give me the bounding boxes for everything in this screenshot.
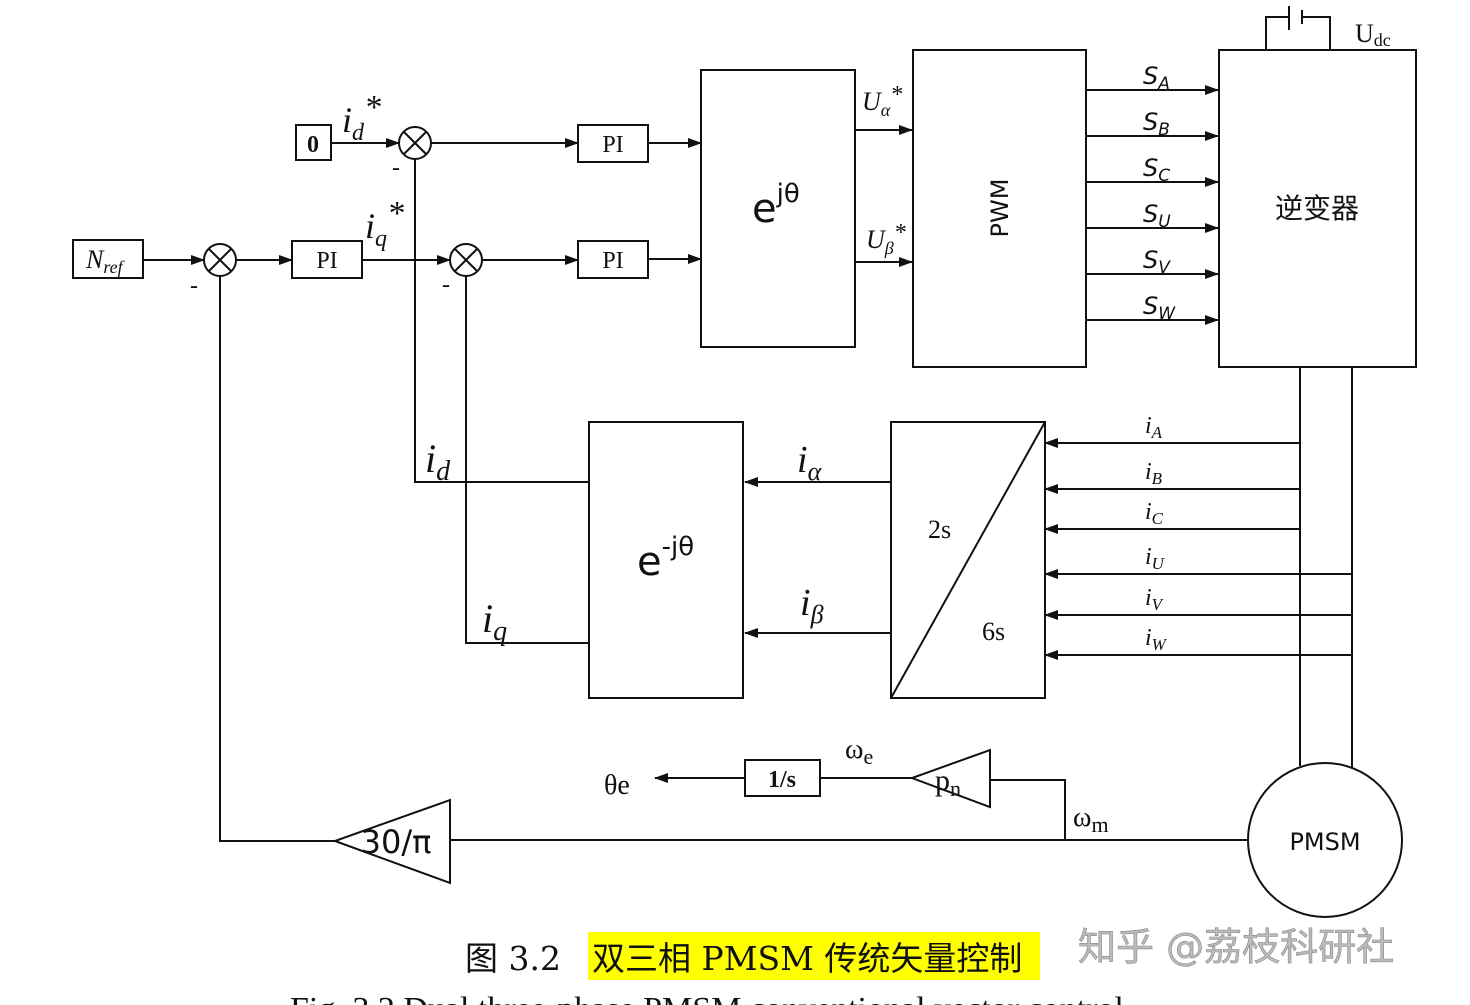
u-alpha-label: Uα* (862, 82, 902, 120)
phase-current-label: iU (1145, 544, 1166, 573)
omega-m-label: ωm (1073, 802, 1109, 837)
iq-feedback-label: iq (482, 596, 507, 647)
minus-sign: - (392, 155, 400, 181)
iq-ref-label: iq* (365, 195, 404, 252)
inverse-park-transform-block (700, 69, 856, 348)
i-alpha-label: iα (797, 439, 823, 486)
switch-signal-label: SV (1143, 246, 1171, 278)
caption-title: 双三相 PMSM 传统矢量控制 (592, 939, 1022, 978)
minus-sign: - (190, 273, 198, 299)
phase-current-label: iW (1145, 625, 1168, 654)
park-transform-block (588, 421, 744, 699)
id-ref-label: id* (342, 89, 381, 146)
switch-signal-label: SC (1143, 154, 1170, 186)
6s-label: 6s (982, 617, 1005, 646)
switch-signal-label: SA (1143, 62, 1170, 94)
integrator-block (744, 759, 821, 797)
phase-current-label: iV (1145, 585, 1165, 614)
nref-label: Nref (85, 245, 126, 277)
speed-gain-block (332, 798, 451, 885)
caption-number: 图 3.2 (465, 939, 561, 978)
phase-current-label: iA (1145, 413, 1163, 442)
watermark: 知乎 @荔枝科研社 (1078, 925, 1394, 969)
pwm-label: PWM (986, 179, 1014, 238)
zero-label: 0 (307, 132, 319, 158)
zero-reference-block (295, 124, 332, 161)
pwm-block (912, 49, 1087, 368)
summing-junction-speed (203, 243, 237, 277)
pi-label: PI (316, 248, 337, 274)
switch-signal-label: SU (1143, 200, 1171, 232)
omega-e-label: ωe (845, 734, 873, 769)
pole-pairs-gain-block (909, 748, 991, 809)
theta-e-label: θe (604, 770, 630, 801)
pi-label: PI (602, 132, 623, 158)
summing-junction-d (398, 126, 432, 160)
pi-label: PI (602, 248, 623, 274)
summing-junction-q (449, 243, 483, 277)
pi-controller-d (577, 124, 649, 163)
inverter-label: 逆变器 (1275, 192, 1359, 225)
switch-signal-label: SB (1143, 108, 1170, 140)
u-beta-label: Uβ* (866, 220, 906, 258)
pmsm-label: PMSM (1289, 828, 1360, 856)
inv-park-label: e-jθ (637, 532, 694, 585)
integrator-label: 1/s (768, 767, 796, 793)
id-feedback-label: id (425, 436, 451, 487)
park-label: ejθ (752, 179, 800, 232)
pi-controller-q (577, 240, 649, 279)
2s-label: 2s (928, 515, 951, 544)
caption-highlight (588, 932, 1040, 980)
phase-current-label: iB (1145, 459, 1163, 488)
minus-sign: - (442, 272, 450, 298)
speed-gain-label: 30/π (361, 823, 432, 861)
inverter-block (1218, 49, 1417, 368)
phase-current-label: iC (1145, 499, 1164, 528)
pn-label: pn (935, 764, 961, 801)
switch-signal-label: SW (1143, 292, 1176, 324)
caption-english: Fig. 3.2 Dual three-phase PMSM conventio… (290, 991, 1124, 1005)
udc-label: Udc (1355, 19, 1391, 50)
dc-source-icon (1265, 6, 1331, 50)
i-beta-label: iβ (800, 582, 824, 629)
